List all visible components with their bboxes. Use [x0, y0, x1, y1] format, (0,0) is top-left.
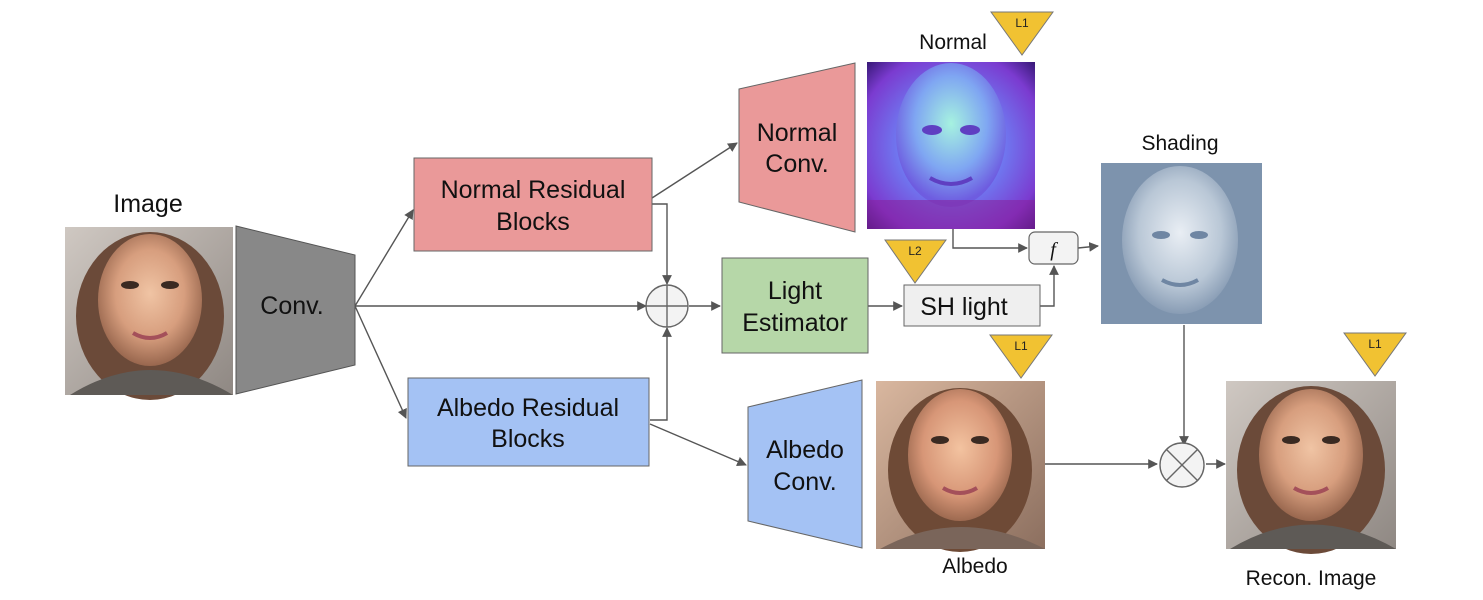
f-symbol: f: [1050, 239, 1058, 261]
shading-caption: Shading: [1141, 132, 1218, 155]
light-estimator-label-line1: Light: [768, 277, 822, 305]
sh-light-label: SH light: [920, 293, 1008, 321]
light-estimator-label-line2: Estimator: [742, 309, 848, 337]
albedo-image: [876, 381, 1045, 552]
recon-image: [1226, 381, 1396, 554]
circled-plus-icon: [645, 284, 689, 328]
down-triangle-icon: [1343, 332, 1407, 377]
loss-badge-albedo: L1: [989, 334, 1053, 379]
edge-normal-residual-to-sum: [652, 203, 672, 285]
down-triangle-icon: [989, 334, 1053, 379]
down-triangle-icon: [884, 239, 947, 284]
albedo-residual-label-line2: Blocks: [491, 425, 565, 453]
normal-residual-blocks: Normal Residual Blocks: [413, 157, 653, 252]
normal-residual-label-line2: Blocks: [496, 208, 570, 236]
conv-encoder-label: Conv.: [260, 292, 323, 320]
loss-badge-recon-label: L1: [1368, 337, 1382, 351]
edge-conv-to-normal-residual: [354, 209, 414, 307]
normal-conv-decoder: Normal Conv.: [738, 62, 856, 233]
albedo-conv-decoder: Albedo Conv.: [747, 379, 863, 549]
down-triangle-icon: [990, 11, 1054, 56]
loss-badge-normal-label: L1: [1015, 16, 1029, 30]
albedo-conv-label-line2: Conv.: [773, 468, 836, 496]
input-face-image: [65, 227, 233, 400]
edge-conv-to-albedo-residual: [354, 305, 407, 419]
edge-f-to-shading: [1077, 242, 1099, 252]
edge-albedo-residual-to-sum: [650, 327, 672, 421]
loss-badge-sh-light: L2: [884, 239, 947, 284]
loss-badge-normal: L1: [990, 11, 1054, 56]
albedo-residual-label-line1: Albedo Residual: [437, 394, 619, 422]
sh-light-box: SH light: [903, 284, 1041, 327]
conv-encoder-block: Conv.: [235, 225, 356, 395]
loss-badge-recon: L1: [1343, 332, 1407, 377]
input-image-caption: Image: [113, 190, 182, 218]
edge-albedo-residual-to-albedo-conv: [649, 423, 747, 467]
shading-image: [1101, 163, 1262, 324]
normal-residual-label-line1: Normal Residual: [441, 176, 626, 204]
shading-function-node: f: [1028, 231, 1079, 265]
albedo-conv-label-line1: Albedo: [766, 436, 844, 464]
loss-badge-sh-light-label: L2: [908, 244, 922, 258]
circled-times-icon: [1159, 442, 1205, 488]
normal-conv-label-line1: Normal: [757, 119, 838, 147]
recon-caption: Recon. Image: [1246, 567, 1377, 590]
loss-badge-albedo-label: L1: [1014, 339, 1028, 353]
normal-conv-label-line2: Conv.: [765, 150, 828, 178]
edge-normal-to-f: [952, 229, 1028, 253]
edge-normal-residual-to-normal-conv: [651, 142, 738, 199]
normal-map-caption: Normal: [919, 31, 987, 54]
edges: [354, 142, 1226, 469]
normal-map-image: [867, 62, 1035, 229]
light-estimator-block: Light Estimator: [721, 257, 869, 354]
albedo-residual-blocks: Albedo Residual Blocks: [407, 377, 650, 467]
albedo-caption: Albedo: [942, 555, 1007, 578]
edge-sh-light-to-f: [1040, 265, 1059, 307]
